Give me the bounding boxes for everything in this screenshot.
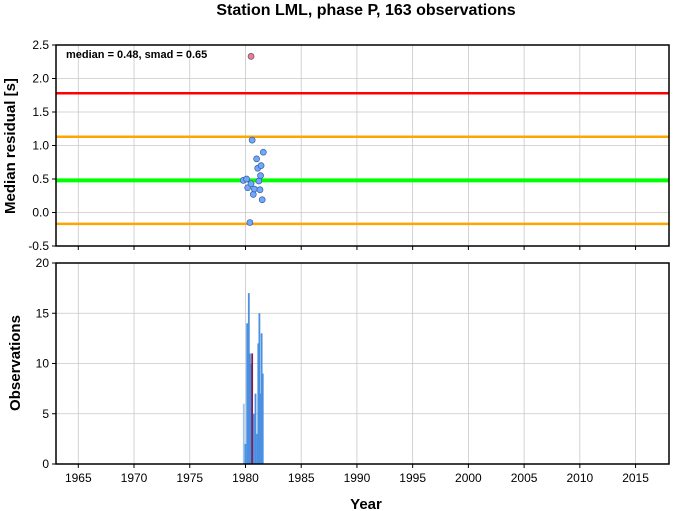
residual-point [249,191,257,198]
observations-bar [256,433,259,464]
residual-y-tick-label: 0.0 [32,206,49,220]
residual-y-tick-label: -0.5 [28,239,49,253]
residual-y-axis-label: Median residual [s] [2,78,19,214]
residual-point [256,186,264,194]
observations-x-tick-label: 2015 [622,471,649,485]
observations-x-ticks: 1965 1970 1975 1980 1985 1990 1995 2000 2005 2010… [65,464,649,485]
observations-y-tick-label: 5 [42,407,49,421]
observations-bar [261,373,264,464]
observations-x-tick-label: 1965 [65,471,92,485]
residual-x-ticks [77,246,637,250]
observations-bar [242,403,245,464]
residual-point [259,148,267,156]
observations-y-tick-label: 10 [36,357,50,371]
residual-panel: -0.5 0.0 0.5 1.0 1.5 2.0 2.5 median = 0.48, sm… [2,38,670,253]
observations-x-tick-label: 2010 [566,471,593,485]
observations-bar [254,393,257,464]
residual-point [258,196,266,204]
residual-point [257,172,264,179]
residual-point [247,180,255,188]
observations-x-tick-label: 1985 [288,471,315,485]
residual-point [247,53,255,60]
observations-x-tick-label: 2005 [511,471,538,485]
observations-y-ticks: 0 5 10 15 20 [36,256,56,471]
observations-x-tick-label: 1995 [399,471,426,485]
observations-bar [246,323,249,464]
median-smad-annotation: median = 0.48, smad = 0.65 [66,49,207,61]
observations-bar [257,343,260,464]
observations-x-tick-label: 1970 [121,471,148,485]
observations-bar [247,293,250,464]
residual-point [248,136,256,144]
chart-title: Station LML, phase P, 163 observations [216,2,515,19]
residual-y-tick-label: 0.5 [32,172,49,186]
residual-y-tick-label: 2.5 [32,38,49,52]
observations-bar [251,353,254,464]
observations-x-tick-label: 1980 [232,471,259,485]
residual-y-tick-label: 1.5 [32,105,49,119]
observations-bar [259,393,262,464]
residual-point [257,162,265,169]
residual-y-tick-label: 2.0 [32,72,49,86]
x-axis-label: Year [350,496,382,511]
observations-bar [249,353,251,464]
observations-y-tick-label: 20 [36,256,50,270]
residual-point [251,185,258,193]
observations-bar [244,443,247,464]
observations-x-tick-label: 1990 [344,471,371,485]
observations-x-tick-label: 1975 [176,471,203,485]
observations-bar [260,333,263,464]
residual-point [253,155,260,163]
observations-x-tick-label: 2000 [455,471,482,485]
residual-y-tick-label: 1.0 [32,139,49,153]
observations-panel: 0 5 10 15 20 1965 1970 1975 1980 1985 1990 1995 200… [7,256,670,511]
residual-reference-lines [56,91,669,226]
observations-bars [242,293,264,464]
observations-bar [252,413,255,464]
residual-point [246,219,254,226]
observations-bar [250,363,252,464]
residual-point [243,175,250,183]
observations-bar [258,313,261,464]
observations-y-tick-label: 15 [36,306,50,320]
residual-points [239,53,267,226]
observations-y-tick-label: 0 [42,457,49,471]
residual-y-ticks: -0.5 0.0 0.5 1.0 1.5 2.0 2.5 [28,38,56,253]
observations-y-axis-label: Observations [7,315,24,411]
